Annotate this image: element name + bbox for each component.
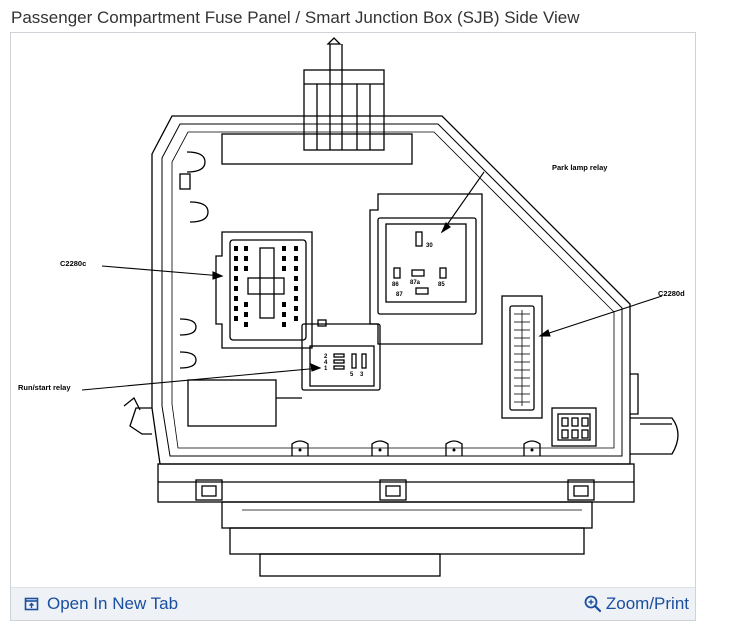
label-c2280d: C2280d xyxy=(658,289,685,298)
image-frame: Park lamp relay C2280c C2280d Run/start … xyxy=(10,32,696,621)
open-in-new-tab-label: Open In New Tab xyxy=(47,594,179,613)
small-right-connector xyxy=(551,407,597,447)
run-start-relay xyxy=(301,319,381,391)
image-footer: Open In New Tab Zoom/Print xyxy=(11,587,695,620)
park-lamp-relay xyxy=(369,193,483,345)
pin-87: 87 xyxy=(396,292,403,298)
top-tower xyxy=(303,69,385,151)
label-park-lamp-relay: Park lamp relay xyxy=(552,163,608,172)
label-c2280c: C2280c xyxy=(60,259,86,268)
pin-30: 30 xyxy=(426,243,433,249)
open-in-new-tab-link[interactable]: Open In New Tab xyxy=(23,594,178,614)
zoom-print-label: Zoom/Print xyxy=(605,594,689,613)
bottom-snap-tabs xyxy=(291,440,541,456)
zoom-print-link[interactable]: Zoom/Print xyxy=(583,594,689,614)
lower-block xyxy=(221,501,593,529)
pin-85: 85 xyxy=(438,282,445,288)
pin-5: 5 xyxy=(350,372,354,378)
label-run-start-relay: Run/start relay xyxy=(18,383,71,392)
pin-1: 1 xyxy=(324,366,328,372)
c2280c-connector xyxy=(215,231,313,349)
pin-87a: 87a xyxy=(410,280,421,286)
page-title: Passenger Compartment Fuse Panel / Smart… xyxy=(11,8,580,27)
open-new-tab-icon xyxy=(24,597,39,611)
fuse-panel-diagram: Park lamp relay C2280c C2280d Run/start … xyxy=(18,37,685,577)
c2280d-connector xyxy=(501,295,543,419)
zoom-icon xyxy=(584,595,601,613)
pin-86: 86 xyxy=(392,282,399,288)
pin-2: 2 xyxy=(324,354,328,360)
pin-4: 4 xyxy=(324,360,328,366)
pin-3: 3 xyxy=(360,372,364,378)
top-label-area xyxy=(221,133,413,165)
